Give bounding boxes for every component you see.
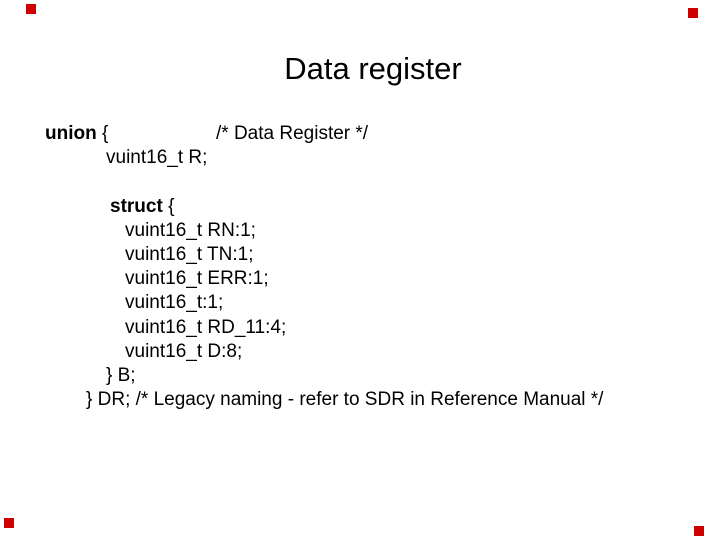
- code-line: vuint16_t RD_11:4;: [0, 316, 720, 340]
- code-line: } B;: [0, 364, 720, 388]
- code-text: vuint16_t D:8;: [125, 340, 243, 362]
- corner-mark-bottom-right: [694, 526, 704, 536]
- code-line: } DR; /* Legacy naming - refer to SDR in…: [0, 388, 720, 412]
- code-keyword: struct: [110, 195, 163, 217]
- code-line-blank: [0, 170, 720, 194]
- code-text: vuint16_t RN:1;: [125, 219, 256, 241]
- code-text: } B;: [106, 364, 136, 386]
- code-line: vuint16_t R;: [0, 146, 720, 170]
- code-text: } DR; /* Legacy naming - refer to SDR in…: [86, 389, 604, 411]
- code-text: vuint16_t:1;: [125, 292, 224, 314]
- code-line: vuint16_t D:8;: [0, 340, 720, 364]
- code-line: vuint16_t:1;: [0, 291, 720, 315]
- code-line: union { /* Data Register */: [0, 122, 720, 146]
- slide-title: Data register: [284, 51, 462, 86]
- code-text: {: [162, 195, 175, 217]
- code-text: vuint16_t ERR:1;: [125, 268, 269, 290]
- code-text: vuint16_t R;: [106, 147, 208, 169]
- code-keyword: union: [45, 123, 97, 144]
- code-comment: /* Data Register */: [216, 123, 369, 144]
- corner-mark-bottom-left: [4, 518, 14, 528]
- code-line: struct {: [0, 195, 720, 219]
- code-text: {: [96, 123, 109, 144]
- code-line: vuint16_t RN:1;: [0, 219, 720, 243]
- code-block: union { /* Data Register */ vuint16_t R; st…: [0, 122, 720, 412]
- corner-mark-top-right: [688, 8, 698, 18]
- code-line: vuint16_t ERR:1;: [0, 267, 720, 291]
- code-text: vuint16_t RD_11:4;: [125, 316, 287, 338]
- corner-mark-top-left: [26, 4, 36, 14]
- code-text: vuint16_t TN:1;: [125, 243, 254, 265]
- code-line: vuint16_t TN:1;: [0, 243, 720, 267]
